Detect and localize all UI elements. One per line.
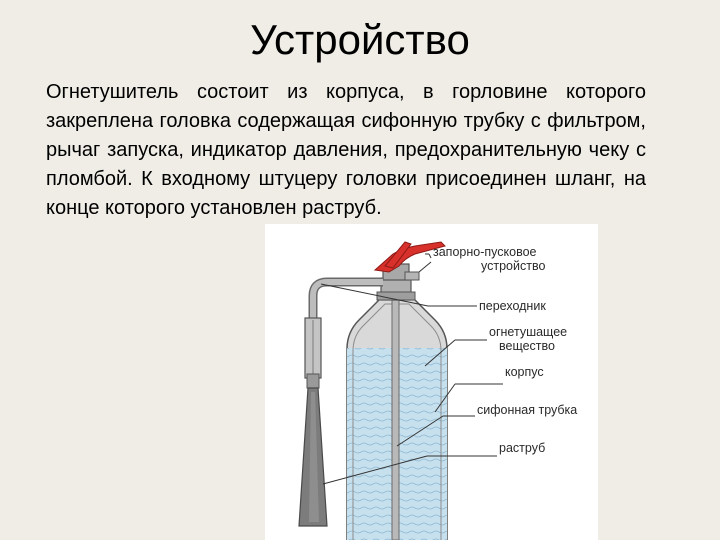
label-body: корпус	[505, 365, 544, 379]
adapter-leader	[320, 283, 429, 307]
extinguisher-svg: запорно-пусковое устройство переходник о…	[298, 241, 577, 540]
label-valve-1: запорно-пусковое	[433, 245, 537, 259]
extinguisher-diagram: запорно-пусковое устройство переходник о…	[265, 224, 598, 540]
slide-title: Устройство	[250, 16, 470, 63]
label-horn: раструб	[499, 441, 545, 455]
label-siphon: сифонная трубка	[477, 403, 577, 417]
body-text: Огнетушитель состоит из корпуса, в горло…	[46, 81, 646, 219]
label-agent-2: вещество	[499, 339, 555, 353]
label-agent-1: огнетушащее	[489, 325, 567, 339]
label-adapter: переходник	[479, 299, 546, 313]
siphon-tube	[391, 283, 400, 540]
label-valve-2: устройство	[481, 259, 545, 273]
